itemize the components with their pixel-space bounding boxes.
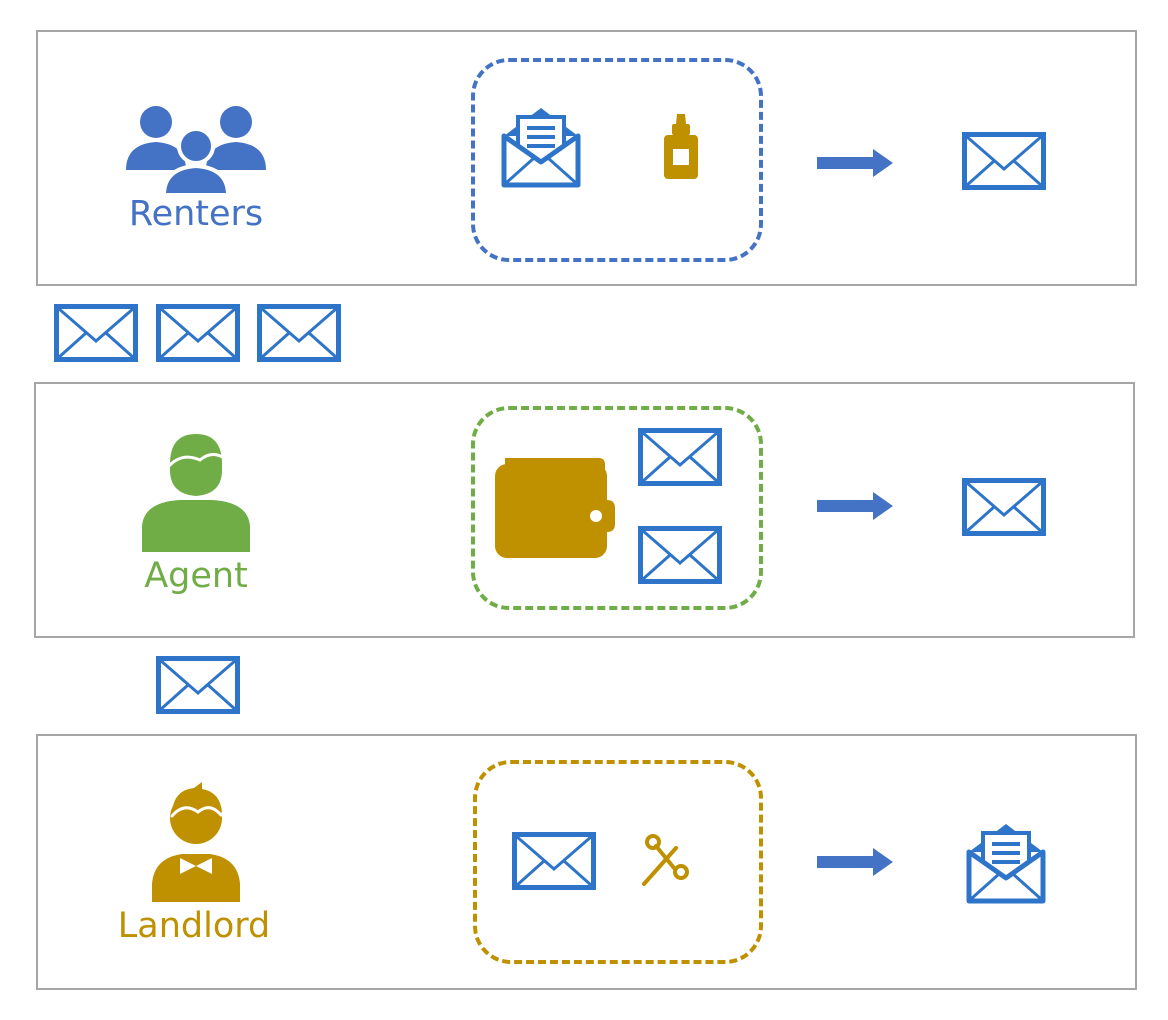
agent-process-box — [471, 406, 763, 610]
envelope-icon — [638, 428, 722, 486]
arrow-right-icon — [817, 148, 893, 178]
person-icon — [140, 430, 252, 554]
glue-bottle-icon — [662, 114, 700, 180]
envelope-icon — [638, 526, 722, 584]
open-letter-icon — [966, 820, 1046, 904]
envelope-icon — [156, 304, 240, 362]
landlord-label: Landlord — [117, 906, 271, 946]
boy-person-icon — [150, 782, 242, 904]
envelope-icon — [962, 132, 1046, 190]
arrow-right-icon — [817, 491, 893, 521]
arrow-right-icon — [817, 847, 893, 877]
envelope-icon — [257, 304, 341, 362]
renters-process-box — [471, 58, 763, 262]
envelope-icon — [512, 832, 596, 890]
open-letter-icon — [501, 104, 581, 188]
envelope-icon — [54, 304, 138, 362]
wallet-icon — [495, 456, 617, 558]
renters-label: Renters — [128, 194, 264, 234]
envelope-icon — [962, 478, 1046, 536]
envelope-icon — [156, 656, 240, 714]
scissors-icon — [638, 834, 692, 888]
group-of-people-icon — [124, 104, 268, 197]
agent-label: Agent — [144, 556, 248, 596]
landlord-process-box — [473, 760, 763, 964]
